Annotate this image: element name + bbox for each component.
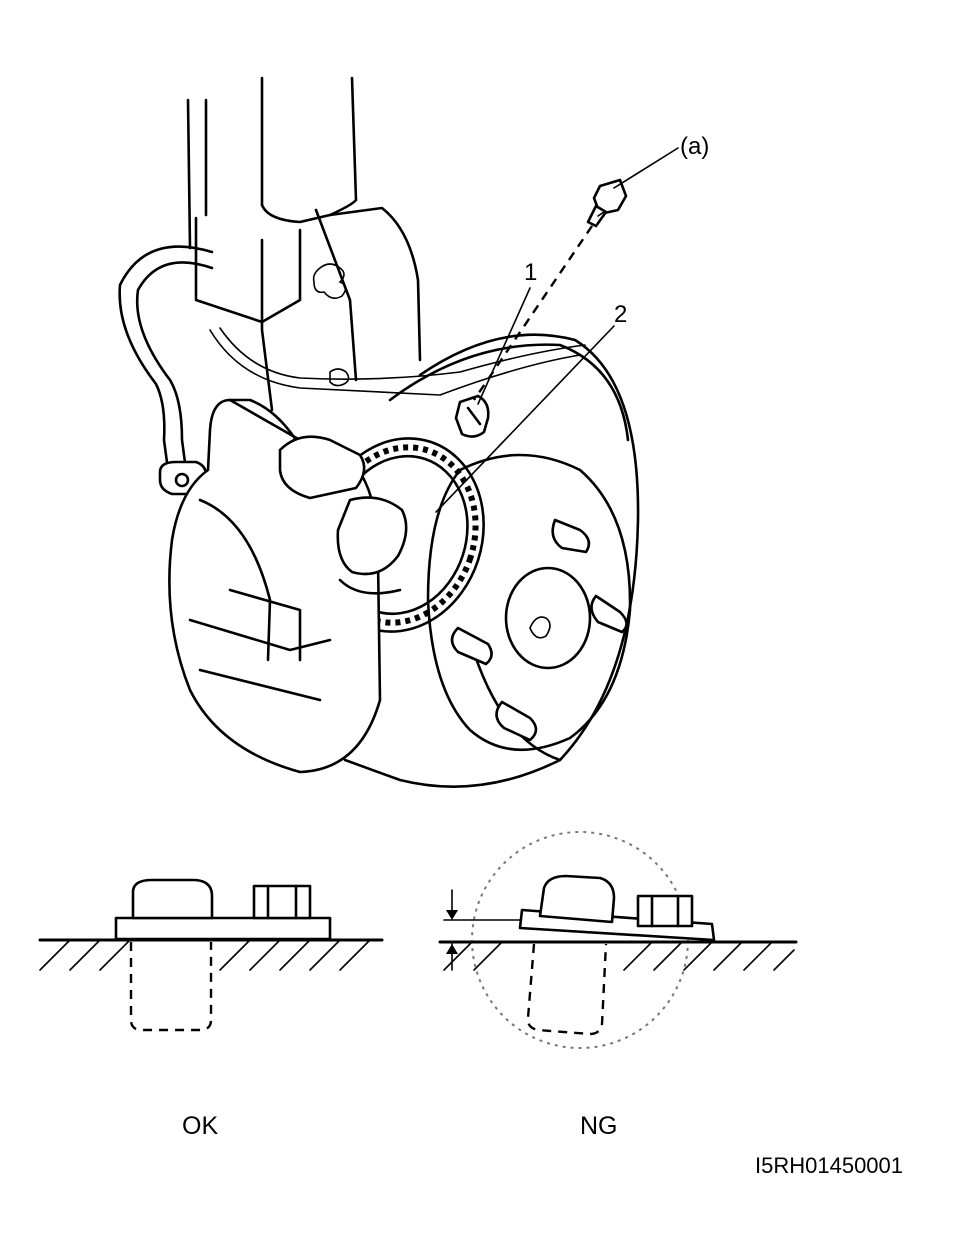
ok-installation-detail: OK (38, 878, 384, 1140)
wheel-speed-sensor (454, 394, 490, 438)
gap-dimension-arrows (443, 889, 521, 971)
sensor-bolt (473, 178, 628, 401)
ng-label: NG (580, 1112, 618, 1140)
sensor-wire (209, 327, 586, 396)
brake-assembly-illustration: (a) 1 2 (118, 76, 709, 788)
ring-callout-label: 2 (614, 301, 627, 328)
figure-id: I5RH01450001 (755, 1153, 903, 1178)
ng-highlight-circle (471, 831, 689, 1049)
brake-caliper (168, 398, 408, 774)
wheel-studs (450, 518, 628, 742)
ground-hatching (39, 939, 371, 971)
ng-installation-detail: NG (438, 831, 798, 1140)
ok-label: OK (182, 1112, 218, 1140)
leader-ring (435, 325, 615, 513)
sensor-callout-label: 1 (524, 259, 537, 286)
brake-hose (118, 245, 214, 496)
strut (186, 76, 422, 412)
leader-bolt (613, 147, 679, 189)
wheel-hub (426, 453, 632, 752)
ground-hatching-ng (443, 941, 795, 971)
bolt-callout-label: (a) (680, 133, 709, 160)
leader-sensor (477, 287, 531, 405)
